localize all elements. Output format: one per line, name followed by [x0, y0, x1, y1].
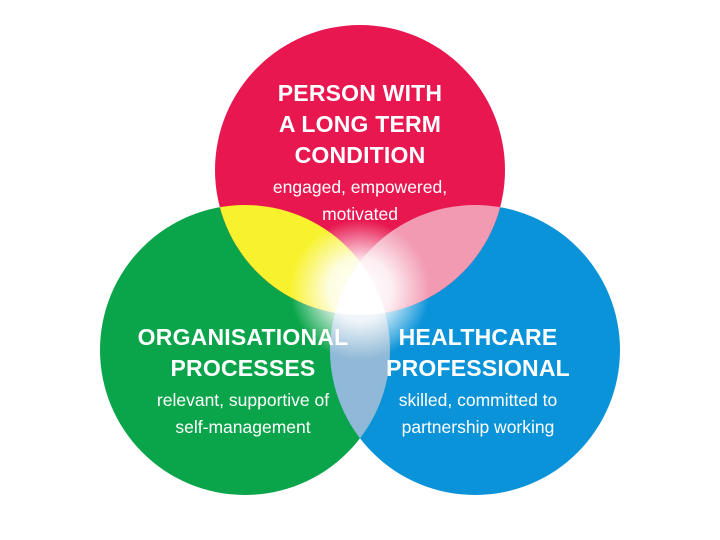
healthcare-title-line: PROFESSIONAL	[386, 355, 570, 381]
organisational-title: ORGANISATIONAL PROCESSES	[118, 322, 368, 384]
person-title: PERSON WITH A LONG TERM CONDITION	[220, 78, 500, 171]
person-description: engaged, empowered, motivated	[220, 174, 500, 228]
person-title-line: PERSON WITH	[277, 80, 443, 106]
organisational-desc-line: relevant, supportive of	[156, 390, 330, 410]
healthcare-desc-line: partnership working	[401, 417, 555, 437]
healthcare-desc-line: skilled, committed to	[398, 390, 558, 410]
person-label: PERSON WITH A LONG TERM CONDITION engage…	[220, 78, 500, 228]
organisational-label: ORGANISATIONAL PROCESSES relevant, suppo…	[118, 322, 368, 441]
person-title-line: A LONG TERM	[278, 111, 442, 137]
organisational-title-line: ORGANISATIONAL	[137, 324, 349, 350]
center-glow	[290, 220, 430, 360]
person-title-line: CONDITION	[294, 142, 426, 168]
healthcare-label: HEALTHCARE PROFESSIONAL skilled, committ…	[358, 322, 598, 441]
organisational-description: relevant, supportive of self-management	[118, 387, 368, 441]
healthcare-title: HEALTHCARE PROFESSIONAL	[358, 322, 598, 384]
person-desc-line: engaged, empowered,	[272, 177, 448, 197]
person-desc-line: motivated	[322, 204, 398, 224]
organisational-title-line: PROCESSES	[170, 355, 316, 381]
healthcare-title-line: HEALTHCARE	[398, 324, 558, 350]
organisational-desc-line: self-management	[175, 417, 311, 437]
healthcare-description: skilled, committed to partnership workin…	[358, 387, 598, 441]
